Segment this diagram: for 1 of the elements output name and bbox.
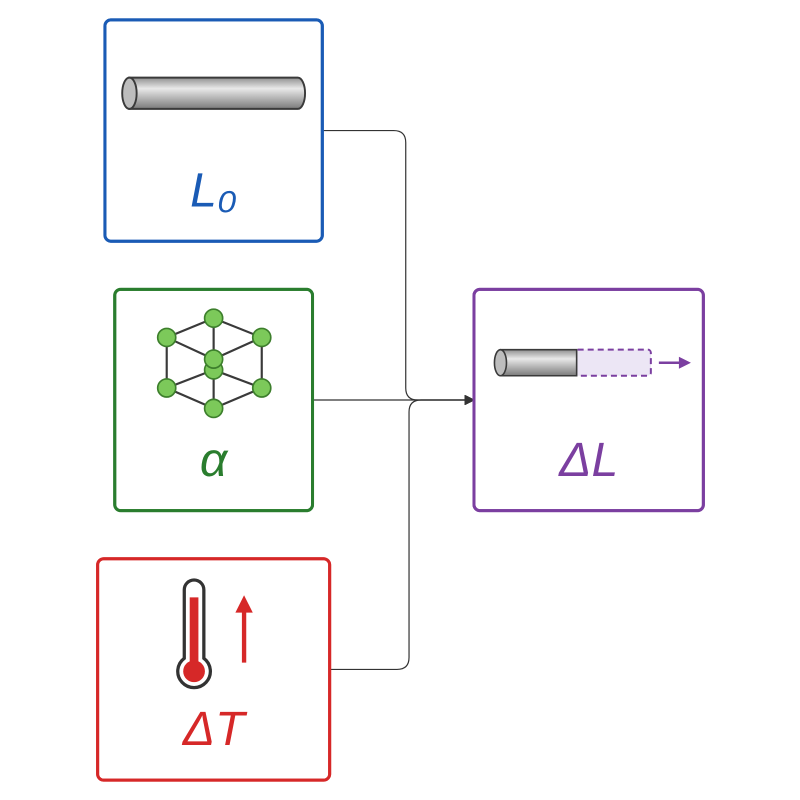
arrow xyxy=(329,394,474,670)
